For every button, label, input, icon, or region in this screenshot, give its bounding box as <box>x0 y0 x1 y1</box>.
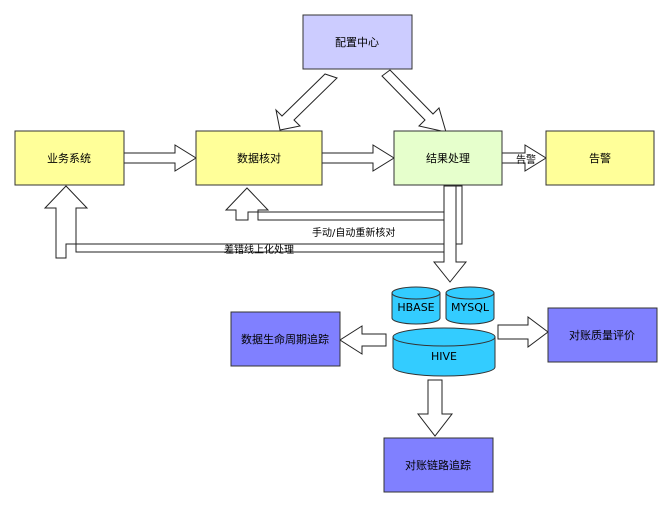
node-hive-label: HIVE <box>431 350 457 363</box>
node-business-system: 业务系统 <box>14 130 125 186</box>
node-result-process: 结果处理 <box>393 130 503 186</box>
edge-label-alarm: 告警 <box>516 153 536 166</box>
edge-label-manual-auto-recheck: 手动/自动重新核对 <box>312 226 395 239</box>
arrow-config-to-result <box>381 69 447 133</box>
arrow-data-check-to-result <box>321 144 395 172</box>
node-data-lifecycle: 数据生命周期追踪 <box>230 311 341 367</box>
node-hive: HIVE <box>392 327 496 377</box>
node-mysql-label: MYSQL <box>451 301 490 314</box>
node-data-lifecycle-label: 数据生命周期追踪 <box>241 332 329 346</box>
arrow-recheck-return <box>224 185 455 221</box>
node-business-system-label: 业务系统 <box>47 152 91 165</box>
node-hbase-label: HBASE <box>397 301 434 314</box>
node-data-check-label: 数据核对 <box>237 151 281 165</box>
node-mysql: MYSQL <box>445 286 495 325</box>
arrow-diff-return <box>43 185 463 259</box>
node-data-check: 数据核对 <box>195 130 323 186</box>
node-reconcile-quality-label: 对账质量评价 <box>569 328 635 342</box>
arrow-storage-to-quality <box>497 316 549 348</box>
arrow-config-to-data-check <box>275 73 338 131</box>
node-result-process-label: 结果处理 <box>426 152 470 165</box>
arrow-storage-to-link <box>416 379 454 437</box>
node-hbase: HBASE <box>391 286 441 325</box>
arrow-storage-to-lifecycle <box>339 325 387 355</box>
edge-label-diff-online: 差错线上化处理 <box>224 243 294 256</box>
arrow-business-to-data-check <box>123 144 197 172</box>
arrow-result-to-alarm <box>501 144 547 172</box>
node-reconcile-quality: 对账质量评价 <box>547 307 658 363</box>
node-alarm-label: 告警 <box>589 151 611 165</box>
node-config-center: 配置中心 <box>302 14 413 70</box>
node-reconcile-link: 对账链路追踪 <box>383 437 494 493</box>
node-alarm: 告警 <box>545 130 655 186</box>
arrow-result-to-storage <box>432 185 468 283</box>
node-config-center-label: 配置中心 <box>335 36 379 49</box>
node-reconcile-link-label: 对账链路追踪 <box>405 458 471 472</box>
